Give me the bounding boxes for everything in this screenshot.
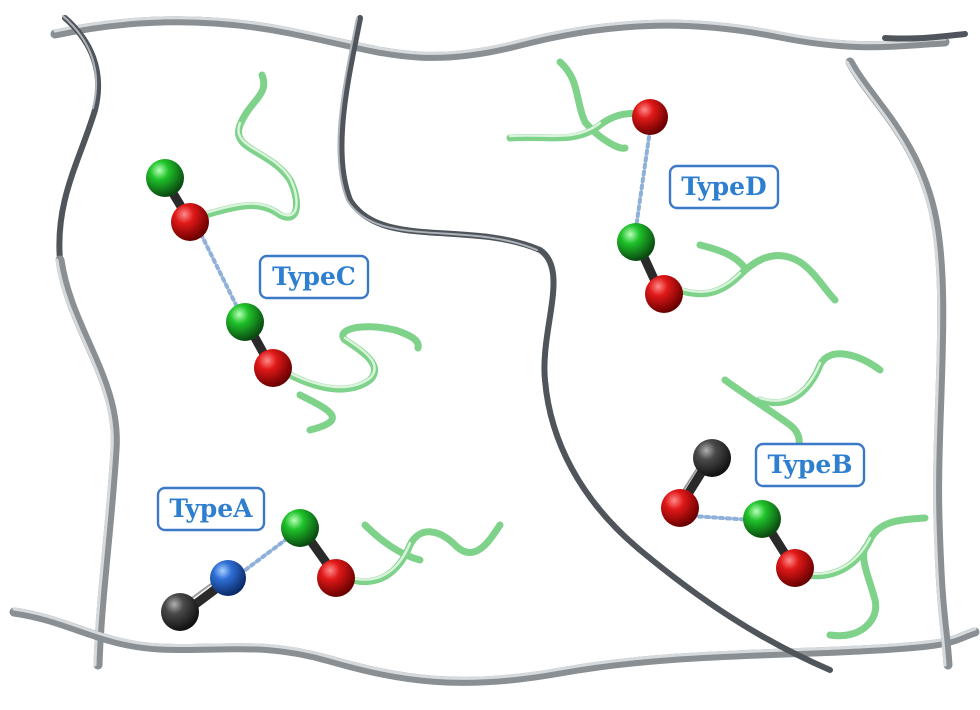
nitrogen-atom xyxy=(210,560,246,596)
oxygen-atom xyxy=(254,349,292,387)
oxygen-atom xyxy=(317,559,355,597)
network-strand-left xyxy=(55,255,120,670)
label-type-d-text: TypeD xyxy=(681,172,766,201)
polymer-chain-d-lower xyxy=(661,241,839,304)
polymer-chains xyxy=(201,58,929,640)
carbon-atom xyxy=(161,593,199,631)
oxygen-atom xyxy=(632,99,668,135)
label-type-b: TypeB xyxy=(754,442,866,488)
hydroxyl-atom xyxy=(281,509,319,547)
polymer-chain-c-lower xyxy=(286,323,422,434)
hydroxyl-atom xyxy=(146,159,184,197)
oxygen-atom xyxy=(661,489,699,527)
network-strand-middle xyxy=(337,15,833,673)
hydrogen-bond-type-a xyxy=(238,533,294,576)
hydrogen-bond-type-c xyxy=(196,226,242,315)
label-type-a: TypeA xyxy=(156,486,266,532)
oxygen-atom xyxy=(645,275,683,313)
hydrogen-bond-type-d xyxy=(634,128,652,230)
hydroxyl-atom xyxy=(743,500,781,538)
carbon-atom xyxy=(693,439,731,477)
hydrogen-bonds xyxy=(196,128,754,576)
label-type-c: TypeC xyxy=(258,254,370,300)
hydrogen-bond-type-b xyxy=(690,514,754,522)
label-type-d: TypeD xyxy=(668,164,780,210)
polymer-chain-c-upper xyxy=(201,71,301,221)
network-strand-right xyxy=(845,57,953,670)
label-type-a-text: TypeA xyxy=(169,494,253,523)
network-strand-top xyxy=(50,16,950,61)
network-strand-right-hook xyxy=(882,31,968,42)
hydroxyl-atom xyxy=(226,303,264,341)
atoms xyxy=(146,99,814,631)
network-strands xyxy=(9,15,980,686)
polymer-chain-d-upper xyxy=(506,58,654,152)
network-strand-bottom xyxy=(9,607,980,686)
oxygen-atom xyxy=(776,549,814,587)
hydroxyl-atom xyxy=(617,223,655,261)
label-type-b-text: TypeB xyxy=(768,450,853,479)
label-type-c-text: TypeC xyxy=(272,262,356,291)
polymer-chain-a xyxy=(341,521,504,586)
polymer-chain-b-lower xyxy=(801,514,929,640)
network-strand-top-left xyxy=(56,15,102,263)
oxygen-atom xyxy=(171,203,209,241)
